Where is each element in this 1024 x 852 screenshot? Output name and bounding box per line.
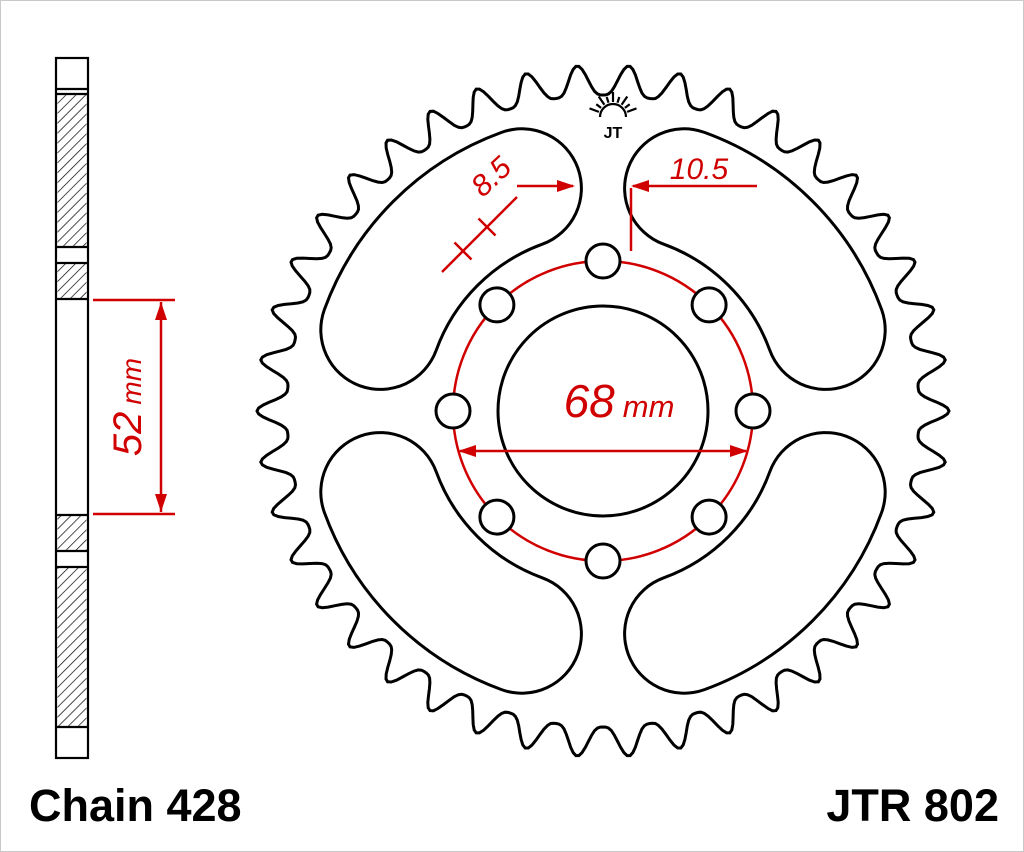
dimension-52mm: 52 mm <box>93 298 175 516</box>
side-view-outline <box>54 56 90 760</box>
sprocket-side-view <box>54 56 90 760</box>
side-view-section-lines <box>56 87 88 729</box>
bolt-hole <box>584 542 622 580</box>
dimension-unit: mm <box>116 358 147 405</box>
window-cutout-fill <box>322 434 580 692</box>
hatch-area <box>57 567 87 727</box>
dimension-52mm-label: 52 mm <box>106 358 150 456</box>
bolt-holes <box>434 242 772 580</box>
dimension-tick <box>477 217 497 237</box>
sun-icon <box>598 102 628 118</box>
arrowhead-down <box>155 494 167 512</box>
bolt-hole <box>434 392 472 430</box>
hatch-area <box>57 263 87 299</box>
hatch-area <box>57 94 87 247</box>
bolt-hole <box>690 498 728 536</box>
bolt-hole <box>584 242 622 280</box>
sun-ray <box>597 95 606 106</box>
dimension-value: 52 <box>106 412 150 457</box>
arrowhead-left <box>631 180 649 192</box>
dimension-10-5: 10.5 <box>517 153 757 251</box>
bolt-hole <box>478 286 516 324</box>
bolt-hole <box>690 286 728 324</box>
window-cutout-fill <box>626 434 884 692</box>
arrowhead-up <box>155 302 167 320</box>
sun-ray <box>589 107 600 113</box>
sun-ray <box>620 95 629 106</box>
dimension-value: 68 <box>564 375 616 427</box>
sun-ray <box>624 103 631 109</box>
chain-standard-label: Chain 428 <box>29 780 242 831</box>
sun-ray <box>616 96 621 104</box>
dimension-line <box>441 196 518 273</box>
lightening-window-cutouts <box>319 127 887 695</box>
dimension-tick <box>453 241 473 261</box>
sun-ray <box>626 107 637 113</box>
part-number-label: JTR 802 <box>826 780 999 831</box>
sun-ray <box>605 96 610 104</box>
sun-rays-icon <box>589 92 637 113</box>
arrowhead-right <box>557 180 575 192</box>
bolt-hole <box>734 392 772 430</box>
dimension-10-5-label: 10.5 <box>670 153 729 186</box>
window-cutout-fill <box>626 130 884 388</box>
sun-ray <box>595 103 602 109</box>
jt-logo-text: JT <box>604 125 623 142</box>
arrowhead-right <box>730 445 748 457</box>
center-bore <box>496 304 710 518</box>
hatch-area <box>57 515 87 551</box>
sprocket-front-view <box>255 64 951 758</box>
arrowhead-left <box>458 445 476 457</box>
jt-logo: JT <box>589 92 637 142</box>
window-cutout-fill <box>322 130 580 388</box>
bolt-hole <box>478 498 516 536</box>
dimension-unit: mm <box>623 389 675 424</box>
